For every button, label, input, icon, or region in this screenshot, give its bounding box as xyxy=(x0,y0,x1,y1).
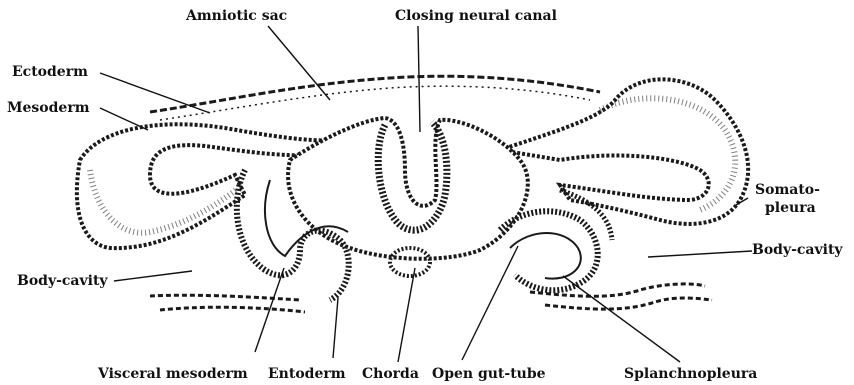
leader-entoderm xyxy=(333,298,338,358)
leader-closing-neural-canal xyxy=(418,26,420,132)
label-amniotic-sac: Amniotic sac xyxy=(185,8,287,24)
label-chorda: Chorda xyxy=(362,366,419,382)
embryo-drawing xyxy=(77,76,748,312)
label-body-cavity-left: Body-cavity xyxy=(17,273,108,289)
label-ectoderm: Ectoderm xyxy=(12,64,88,80)
label-somatopleura-line2: pleura xyxy=(765,200,816,216)
label-body-cavity-right: Body-cavity xyxy=(752,242,843,258)
leader-body-cavity-left xyxy=(114,271,192,281)
right-extraembryonic-upper xyxy=(530,284,705,296)
label-open-gut-tube: Open gut-tube xyxy=(432,366,546,382)
leader-chorda xyxy=(398,268,415,362)
leader-splanchnopleura xyxy=(563,276,680,362)
leader-ectoderm xyxy=(100,73,210,113)
ectoderm-roof-inner xyxy=(160,86,590,120)
leader-open-gut-tube xyxy=(462,246,518,360)
left-extraembryonic-upper xyxy=(150,295,300,300)
label-entoderm: Entoderm xyxy=(268,366,346,382)
label-mesoderm: Mesoderm xyxy=(7,100,90,116)
leader-mesoderm xyxy=(100,108,148,130)
left-extraembryonic-lower xyxy=(160,307,305,312)
right-gut-inner xyxy=(510,233,581,279)
label-splanchnopleura: Splanchnopleura xyxy=(624,366,757,382)
label-closing-neural-canal: Closing neural canal xyxy=(395,8,557,24)
right-extraembryonic-lower xyxy=(545,298,712,309)
ectoderm-roof xyxy=(150,76,600,112)
leader-body-cavity-right xyxy=(648,251,752,257)
label-somatopleura-line1: Somato- xyxy=(755,182,820,198)
label-visceral-mesoderm: Visceral mesoderm xyxy=(97,366,248,382)
right-somatic-fold xyxy=(500,79,748,224)
